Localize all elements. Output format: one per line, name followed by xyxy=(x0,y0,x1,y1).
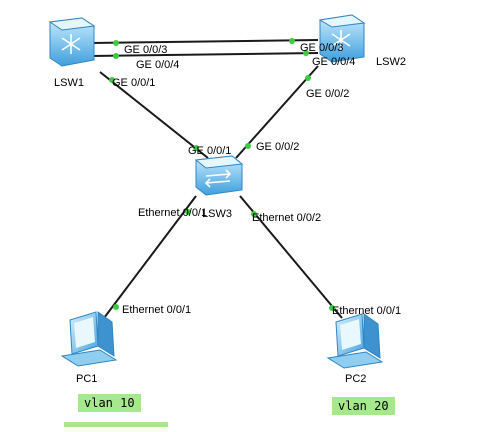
port-dot xyxy=(251,211,257,217)
links xyxy=(91,39,343,319)
port-label-lsw3-eth002: Ethernet 0/0/2 xyxy=(252,212,321,224)
device-label-lsw1: LSW1 xyxy=(54,77,84,89)
port-label-lsw3-ge002: GE 0/0/2 xyxy=(256,141,299,153)
port-label-lsw3-eth001: Ethernet 0/0/1 xyxy=(138,207,207,219)
layer3-switch-icon xyxy=(318,14,366,63)
port-dot xyxy=(185,209,191,215)
port-label-lsw1-ge001: GE 0/0/1 xyxy=(112,77,155,89)
port-dot xyxy=(109,77,115,83)
port-dot xyxy=(289,38,295,44)
port-dot xyxy=(193,145,199,151)
link-lsw3-pc1[interactable] xyxy=(103,195,197,319)
port-labels: GE 0/0/3 GE 0/0/4 GE 0/0/1 GE 0/0/3 GE 0… xyxy=(112,42,401,317)
port-label-lsw1-ge004: GE 0/0/4 xyxy=(136,59,179,71)
port-label-lsw2-ge003: GE 0/0/3 xyxy=(300,42,343,54)
port-label-pc1-eth001: Ethernet 0/0/1 xyxy=(122,304,191,316)
vlan-strip-cropped xyxy=(64,422,168,427)
device-lsw3[interactable]: LSW3 xyxy=(194,155,244,220)
device-label-lsw3: LSW3 xyxy=(202,208,232,220)
port-label-lsw3-ge001: GE 0/0/1 xyxy=(188,145,231,157)
vlan-tag-pc1: vlan 10 xyxy=(78,394,141,412)
port-label-pc2-eth001: Ethernet 0/0/1 xyxy=(332,305,401,317)
port-dot xyxy=(113,53,119,59)
port-dot xyxy=(303,50,309,56)
port-label-lsw2-ge002: GE 0/0/2 xyxy=(306,88,349,100)
link-lsw3-pc2[interactable] xyxy=(239,195,343,319)
port-label-lsw2-ge004: GE 0/0/4 xyxy=(312,56,355,68)
layer3-switch-icon xyxy=(48,17,96,67)
pc-icon xyxy=(326,313,384,369)
device-pc1[interactable]: PC1 xyxy=(60,311,118,385)
device-lsw2[interactable]: LSW2 xyxy=(318,14,406,68)
port-label-lsw1-ge003: GE 0/0/3 xyxy=(124,44,167,56)
pc-icon xyxy=(60,311,118,367)
link-lsw1-lsw2-ge003[interactable] xyxy=(91,39,319,44)
port-dot xyxy=(305,75,311,81)
device-label-pc2: PC2 xyxy=(345,373,366,385)
link-lsw2-lsw3[interactable] xyxy=(235,65,319,159)
device-label-pc1: PC1 xyxy=(76,373,97,385)
vlan-tag-pc2: vlan 20 xyxy=(332,397,395,415)
device-label-lsw2: LSW2 xyxy=(376,56,406,68)
device-lsw1[interactable]: LSW1 xyxy=(48,17,96,89)
port-dots xyxy=(109,38,335,311)
port-dot xyxy=(329,305,335,311)
device-pc2[interactable]: PC2 xyxy=(326,313,384,385)
link-lsw1-lsw2-ge004[interactable] xyxy=(91,52,319,57)
layer2-switch-icon xyxy=(194,155,244,196)
port-dot xyxy=(245,143,251,149)
link-lsw1-lsw3[interactable] xyxy=(99,71,209,159)
port-dot xyxy=(113,304,119,310)
port-dot xyxy=(113,40,119,46)
